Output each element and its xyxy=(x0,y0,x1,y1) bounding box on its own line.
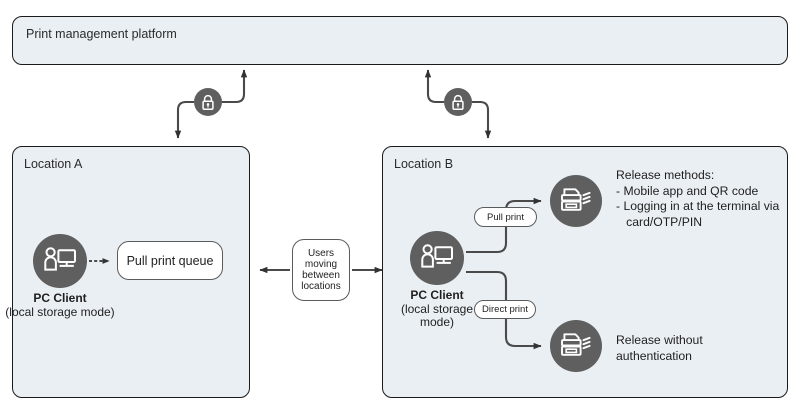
users-moving-label: Users moving between locations xyxy=(301,247,341,293)
connector-platform-to-location-a xyxy=(174,100,194,139)
connector-platform-to-location-b xyxy=(472,100,492,139)
printer-icon-direct-release xyxy=(550,320,602,372)
pull-print-text: Pull print xyxy=(487,211,524,223)
direct-print-text: Direct print xyxy=(482,304,528,315)
pc-client-icon-location-b xyxy=(410,231,464,285)
connector-location-a-to-platform xyxy=(208,69,248,104)
lock-icon-location-b xyxy=(444,88,472,116)
pc-client-b-caption: PC Client (local storage mode) xyxy=(388,288,486,330)
pc-client-a-mode: (local storage mode) xyxy=(5,304,115,319)
pc-client-icon-location-a xyxy=(33,234,87,288)
platform-title: Print management platform xyxy=(26,27,177,41)
lock-icon xyxy=(202,94,214,110)
pc-client-icon xyxy=(421,244,453,268)
location-b-label: Location B xyxy=(394,157,454,171)
edge-label-pull-print[interactable]: Pull print xyxy=(474,207,537,227)
print-management-platform-container xyxy=(12,16,788,65)
pc-client-icon xyxy=(44,247,76,271)
connector-location-b-to-platform xyxy=(424,69,444,104)
pull-print-queue-label: Pull print queue xyxy=(126,253,214,268)
pc-client-a-caption: PC Client (local storage mode) xyxy=(0,291,120,319)
lock-icon xyxy=(452,94,464,110)
pc-client-b-mode: (local storage mode) xyxy=(400,301,474,330)
users-moving-node[interactable]: Users moving between locations xyxy=(292,239,350,301)
location-a-label: Location A xyxy=(24,157,83,171)
release-without-authentication-note: Release without authentication xyxy=(616,333,703,363)
pc-client-a-name: PC Client xyxy=(33,291,87,305)
lock-icon-location-a xyxy=(194,88,222,116)
release-methods-note: Release methods: - Mobile app and QR cod… xyxy=(616,168,780,229)
printer-icon xyxy=(561,333,591,356)
printer-icon-pull-release xyxy=(550,175,602,227)
pull-print-queue-node[interactable]: Pull print queue xyxy=(117,241,223,280)
pc-client-b-name: PC Client xyxy=(410,288,464,302)
edge-label-direct-print[interactable]: Direct print xyxy=(474,300,536,319)
printer-icon xyxy=(561,188,591,211)
